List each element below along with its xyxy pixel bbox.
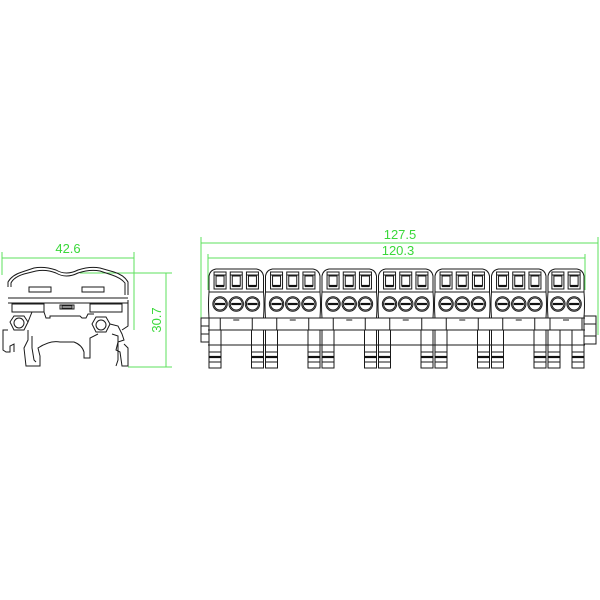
screw-head-inner <box>455 297 469 311</box>
screw-head-icon <box>494 296 511 312</box>
screw-head-inner <box>286 297 300 311</box>
screw-head-inner <box>551 297 565 311</box>
clamp-window <box>358 271 372 290</box>
screw-head-icon <box>414 296 430 312</box>
screw-head-icon <box>212 296 228 312</box>
screw-head-inner <box>213 297 227 311</box>
terminal-modules <box>208 268 585 369</box>
screw-head-inner <box>383 297 397 311</box>
clamp-window <box>286 271 300 290</box>
screw-head-inner <box>358 297 372 311</box>
screw-head-inner <box>326 297 340 311</box>
side-height-label: 30.7 <box>149 307 164 332</box>
terminal-module <box>321 268 378 369</box>
bus-bar <box>208 317 585 346</box>
dimension-width-42-6: 42.6 <box>1 241 135 330</box>
screw-head-inner <box>567 297 581 311</box>
clamp-window <box>342 271 356 290</box>
clamp-window <box>213 271 227 290</box>
overall-length-label: 127.5 <box>384 227 417 242</box>
clamp-window <box>229 271 243 290</box>
screw-head-icon <box>244 296 261 312</box>
screw-head-icon <box>527 296 543 312</box>
screw-head-icon <box>381 296 398 312</box>
clamp-window <box>455 271 469 290</box>
screw-head-icon <box>454 296 470 312</box>
right-end-nut <box>583 315 597 345</box>
left-end-nut <box>200 317 210 343</box>
terminal-module <box>208 268 265 369</box>
screw-head-icon <box>511 296 527 312</box>
clamp-window <box>551 271 565 290</box>
screw-head-inner <box>270 297 284 311</box>
screw-head-icon <box>550 296 566 312</box>
screw-head-inner <box>229 297 243 311</box>
screw-head-inner <box>415 297 429 311</box>
screw-head-inner <box>399 297 413 311</box>
clamp-window <box>512 271 526 290</box>
clamp-window <box>245 271 259 290</box>
dimension-height-30-7: 30.7 <box>80 272 172 368</box>
clamp-window <box>439 271 453 290</box>
screw-head-icon <box>301 296 317 312</box>
terminal-module <box>377 268 434 369</box>
clamp-window <box>471 271 485 290</box>
dimension-body-120-3: 120.3 <box>207 243 586 290</box>
side-width-label: 42.6 <box>55 241 80 256</box>
screw-head-inner <box>471 297 485 311</box>
clamp-window <box>415 271 429 290</box>
terminal-module <box>434 268 491 369</box>
screw-head-icon <box>268 296 285 312</box>
screw-head-icon <box>228 296 244 312</box>
side-profile <box>2 266 129 367</box>
screw-head-icon <box>438 296 454 312</box>
clamp-window <box>399 271 413 290</box>
terminal-module <box>264 268 321 369</box>
screw-head-icon <box>398 296 414 312</box>
front-view: 127.5 120.3 <box>200 227 599 369</box>
screw-head-icon <box>325 296 341 312</box>
terminal-module <box>547 268 585 369</box>
screw-head-inner <box>512 297 526 311</box>
clamp-window <box>383 271 397 290</box>
body-length-label: 120.3 <box>382 243 415 258</box>
terminal-module <box>490 268 547 369</box>
clamp-window <box>302 271 316 290</box>
clamp-window <box>528 271 542 290</box>
clamp-window <box>270 271 284 290</box>
clamp-window <box>496 271 510 290</box>
screw-head-icon <box>357 296 374 312</box>
screw-head-icon <box>285 296 301 312</box>
screw-head-inner <box>342 297 356 311</box>
screw-head-inner <box>302 297 316 311</box>
clamp-window <box>567 271 581 290</box>
screw-head-icon <box>566 296 582 312</box>
screw-head-inner <box>245 297 259 311</box>
screw-head-inner <box>528 297 542 311</box>
screw-head-inner <box>439 297 453 311</box>
screw-head-inner <box>496 297 510 311</box>
dimension-overall-127-5: 127.5 <box>200 227 599 335</box>
screw-head-icon <box>341 296 357 312</box>
screw-head-icon <box>470 296 487 312</box>
side-view: 42.6 30.7 <box>1 241 172 368</box>
clamp-window <box>326 271 340 290</box>
